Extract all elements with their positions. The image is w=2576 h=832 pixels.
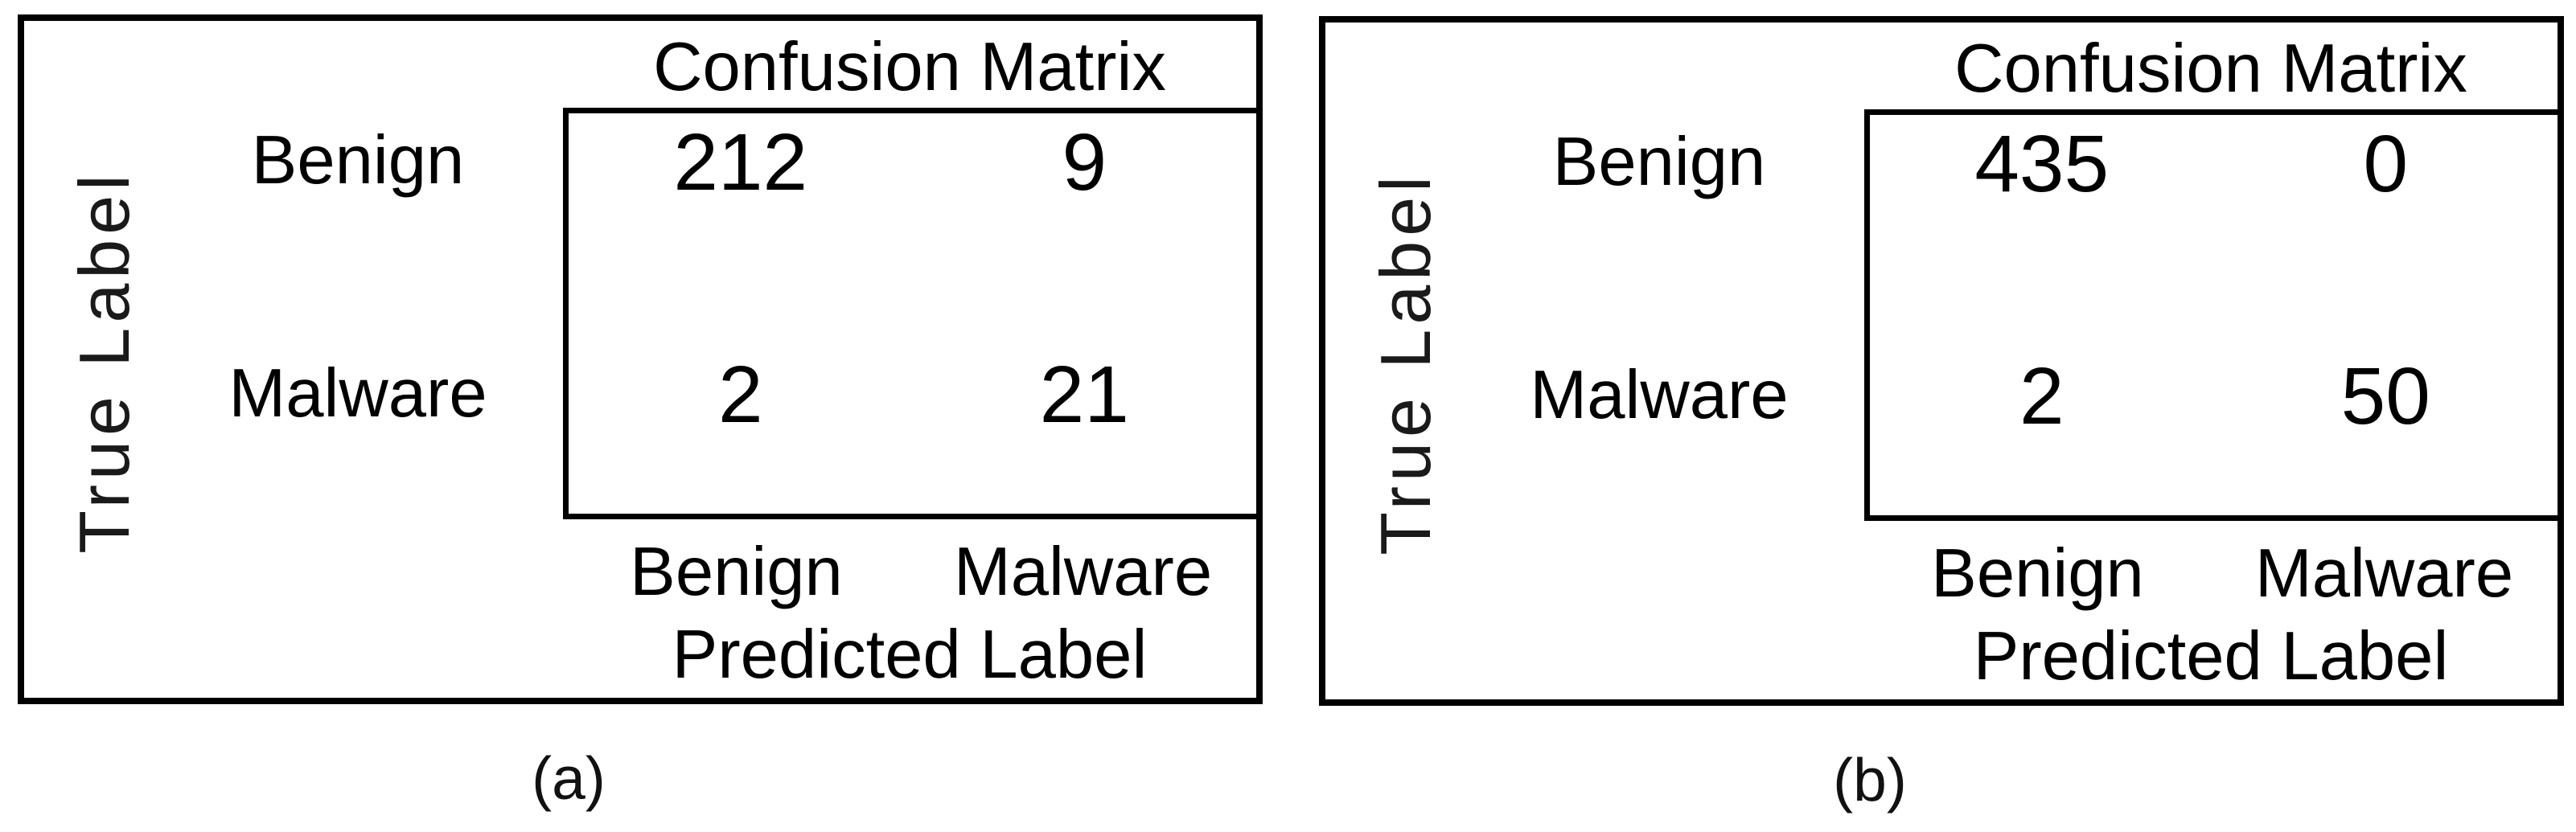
panel-a-cell-true-malware-pred-benign: 2 [717,350,763,440]
panel-b-column-labels: Benign Malware [1864,530,2558,618]
panel-b-caption: (b) [1833,746,1907,814]
panel-a: Confusion Matrix True Label Benign Malwa… [18,14,1263,826]
panel-a-x-axis-label: Predicted Label [672,617,1148,693]
panel-a-cell-true-benign-pred-benign: 212 [673,117,808,207]
panel-b-row-label-benign: Benign [1552,124,1766,200]
panel-b-title: Confusion Matrix [1954,31,2467,107]
panel-a-cell-true-benign-pred-malware: 9 [1062,117,1107,207]
panel-a-title: Confusion Matrix [653,29,1166,105]
panel-a-row-label-malware: Malware [228,355,487,432]
panel-b-matrix-box: 435 0 2 50 [1864,109,2558,521]
panel-b-cell-true-benign-pred-malware: 0 [2363,119,2409,209]
panel-b-matrix-row-1: 435 0 [1870,120,2558,208]
panel-b-row-label-malware: Malware [1530,357,1789,433]
panel-a-matrix-row-2: 2 21 [569,350,1256,439]
panel-a-matrix-box: 212 9 2 21 [563,108,1256,519]
panel-a-col-label-benign: Benign [630,534,843,610]
panel-a-cell-true-malware-pred-malware: 21 [1039,350,1129,440]
panel-b: Confusion Matrix True Label Benign Malwa… [1319,16,2564,828]
panel-a-row-label-benign: Benign [251,122,465,199]
panel-b-cell-true-malware-pred-benign: 2 [2019,351,2064,441]
panel-b-col-label-malware: Malware [2254,535,2514,612]
panel-b-cell-true-benign-pred-benign: 435 [1974,119,2110,209]
panel-a-caption: (a) [532,744,606,812]
panel-a-matrix-row-1: 212 9 [569,118,1256,207]
panel-a-col-label-malware: Malware [953,534,1213,610]
panel-a-outer-box: Confusion Matrix True Label Benign Malwa… [18,14,1263,704]
panel-b-matrix-row-2: 2 50 [1870,352,2558,441]
panel-a-column-labels: Benign Malware [563,528,1256,617]
panel-b-cell-true-malware-pred-malware: 50 [2340,351,2430,441]
panel-b-outer-box: Confusion Matrix True Label Benign Malwa… [1319,16,2564,706]
panel-b-col-label-benign: Benign [1931,535,2144,612]
panel-b-x-axis-label: Predicted Label [1973,618,2449,695]
